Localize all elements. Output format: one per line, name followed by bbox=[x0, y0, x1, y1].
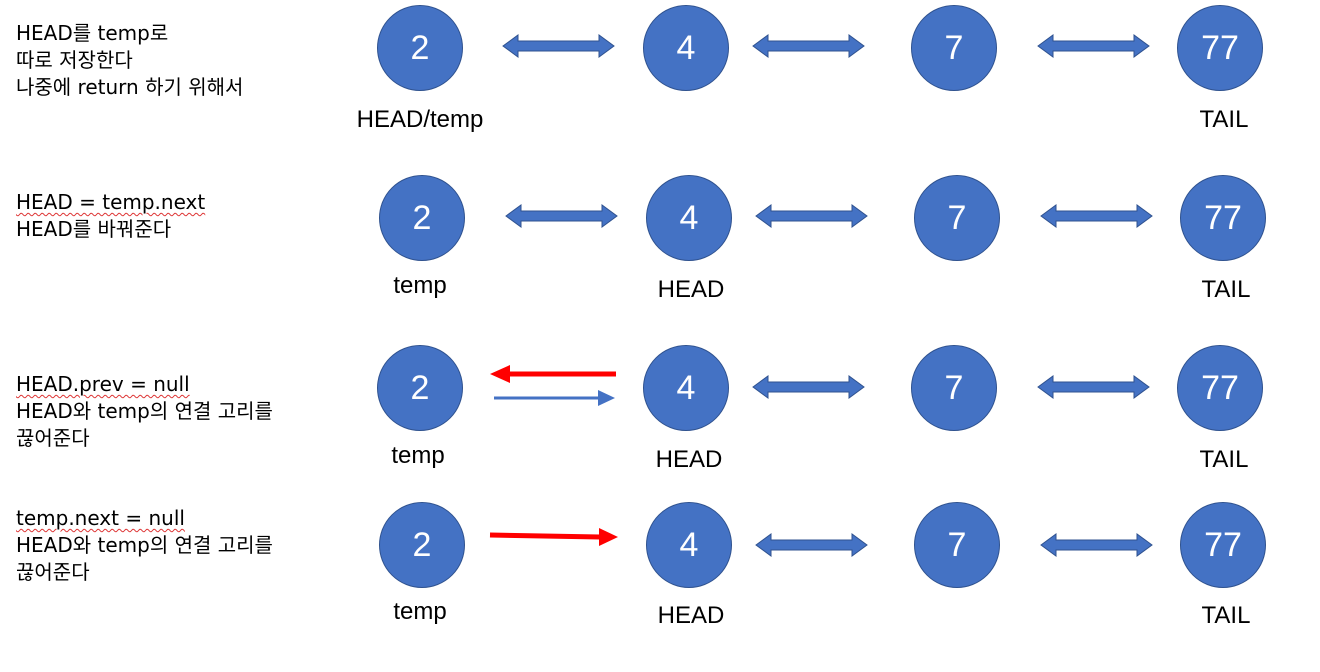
step-1-label-tail: TAIL bbox=[1199, 106, 1249, 133]
step-3-description: HEAD.prev = null HEAD와 temp의 연결 고리를 끊어준다 bbox=[16, 371, 273, 452]
step-1-link-7-77-double-arrow bbox=[1037, 34, 1150, 58]
step-3-line-1: HEAD.prev = null bbox=[16, 372, 190, 396]
step-3-link-7-77-double-arrow bbox=[1037, 375, 1150, 399]
step-4-link-7-77-double-arrow bbox=[1040, 533, 1153, 557]
step-4-description: temp.next = null HEAD와 temp의 연결 고리를 끊어준다 bbox=[16, 505, 273, 586]
step-2-node-7: 7 bbox=[914, 175, 1000, 261]
step-3-line-2: HEAD와 temp의 연결 고리를 bbox=[16, 399, 273, 423]
step-1-line-3: 나중에 return 하기 위해서 bbox=[16, 75, 244, 99]
step-3-line-3: 끊어준다 bbox=[16, 426, 90, 450]
step-4-label-head: HEAD bbox=[657, 602, 725, 629]
step-3-node-77: 77 bbox=[1177, 345, 1263, 431]
step-2-line-2: HEAD를 바꿔준다 bbox=[16, 217, 172, 241]
step-3-link-4-7-double-arrow bbox=[752, 375, 865, 399]
step-2-link-4-7-double-arrow bbox=[755, 204, 868, 228]
step-2-code: HEAD = temp.next bbox=[16, 190, 206, 214]
step-2-label-tail: TAIL bbox=[1201, 276, 1251, 303]
step-4-node-77: 77 bbox=[1180, 502, 1266, 588]
step-2-node-77: 77 bbox=[1180, 175, 1266, 261]
step-1-line-1: HEAD를 temp로 bbox=[16, 21, 169, 45]
step-4-label-tail: TAIL bbox=[1201, 602, 1251, 629]
step-1-node-7: 7 bbox=[911, 5, 997, 91]
step-1-label-head-temp: HEAD/temp bbox=[356, 106, 484, 133]
step-3-label-head: HEAD bbox=[655, 446, 723, 473]
step-1-link-4-7-double-arrow bbox=[752, 34, 865, 58]
step-2-line-1: HEAD = temp.next bbox=[16, 190, 205, 214]
step-3-next-arrow bbox=[494, 390, 615, 406]
step-2-description: HEAD = temp.next HEAD를 바꿔준다 bbox=[16, 189, 205, 243]
step-4-line-3: 끊어준다 bbox=[16, 560, 90, 584]
step-4-node-7: 7 bbox=[914, 502, 1000, 588]
step-4-removed-next-arrow bbox=[489, 528, 618, 546]
step-2-label-temp: temp bbox=[393, 272, 447, 299]
step-2-link-7-77-double-arrow bbox=[1040, 204, 1153, 228]
step-3-label-tail: TAIL bbox=[1199, 446, 1249, 473]
step-1-node-2: 2 bbox=[377, 5, 463, 91]
step-3-removed-prev-arrow bbox=[490, 365, 616, 383]
step-4-node-2: 2 bbox=[379, 502, 465, 588]
step-1-line-2: 따로 저장한다 bbox=[16, 48, 133, 72]
step-4-node-4: 4 bbox=[646, 502, 732, 588]
step-4-line-1: temp.next = null bbox=[16, 506, 185, 530]
step-3-node-7: 7 bbox=[911, 345, 997, 431]
step-2-node-4: 4 bbox=[646, 175, 732, 261]
step-1-node-4: 4 bbox=[643, 5, 729, 91]
step-2-node-2: 2 bbox=[379, 175, 465, 261]
step-3-node-4: 4 bbox=[643, 345, 729, 431]
step-4-label-temp: temp bbox=[393, 598, 447, 625]
step-2-link-2-4-double-arrow bbox=[505, 204, 618, 228]
step-1-node-77: 77 bbox=[1177, 5, 1263, 91]
step-1-description: HEAD를 temp로 따로 저장한다 나중에 return 하기 위해서 bbox=[16, 20, 243, 101]
step-2-label-head: HEAD bbox=[657, 276, 725, 303]
step-4-line-2: HEAD와 temp의 연결 고리를 bbox=[16, 533, 273, 557]
step-1-link-2-4-double-arrow bbox=[502, 34, 615, 58]
step-3-label-temp: temp bbox=[391, 442, 445, 469]
step-4-link-4-7-double-arrow bbox=[755, 533, 868, 557]
step-3-node-2: 2 bbox=[377, 345, 463, 431]
